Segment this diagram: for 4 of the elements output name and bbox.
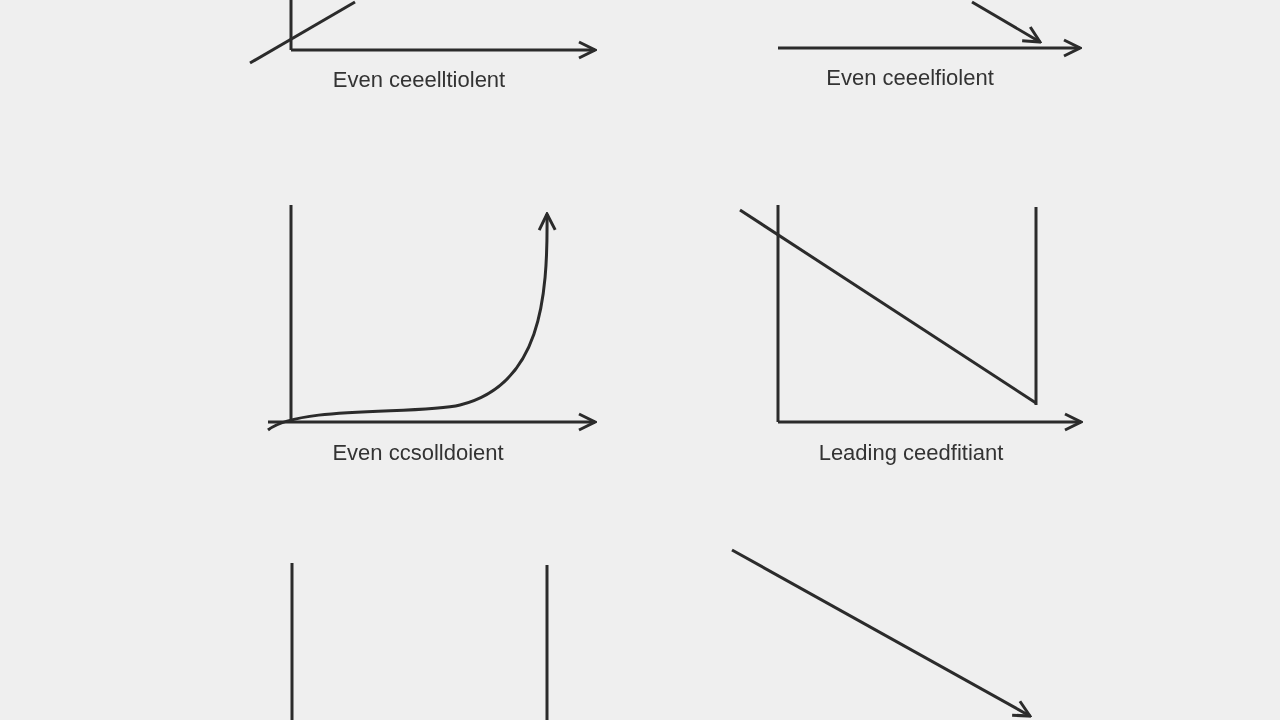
axis-caption: Even ccsolldoient xyxy=(332,440,504,466)
axis-caption: Even ceeelltiolent xyxy=(332,67,506,93)
axis-caption: Leading ceedfitiant xyxy=(818,440,1004,466)
axis-caption: Even ceeelfiolent xyxy=(826,65,994,91)
